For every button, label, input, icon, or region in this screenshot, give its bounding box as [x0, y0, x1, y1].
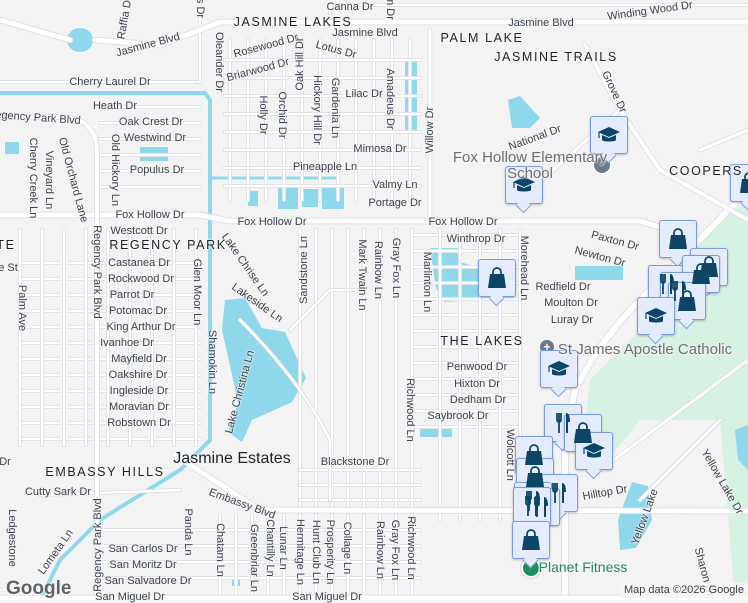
restaurant-marker[interactable]: [513, 487, 551, 525]
shopping-bag-icon: [522, 529, 540, 550]
restaurant-marker[interactable]: [544, 404, 582, 442]
road-network: [0, 3, 748, 600]
fork-knife-icon: [660, 274, 674, 294]
local-street: [0, 8, 202, 84]
shopping-marker[interactable]: [682, 255, 720, 293]
roundabout-pond: [67, 28, 93, 52]
lake: [508, 96, 540, 128]
service-road: [598, 128, 748, 502]
school-marker[interactable]: [540, 350, 578, 388]
shopping-marker[interactable]: [512, 521, 550, 559]
fork-knife-icon: [556, 413, 570, 433]
lake: [735, 425, 748, 470]
pond: [5, 142, 19, 154]
fork-knife-icon: [552, 483, 566, 503]
lake: [222, 298, 306, 442]
local-street: [238, 318, 332, 502]
pond: [302, 189, 318, 207]
local-street: [288, 288, 362, 332]
graduation-cap-icon: [598, 127, 620, 142]
jasmine-blvd-west: [0, 17, 73, 43]
fork-knife-icon: [525, 496, 539, 516]
poi-label[interactable]: Fox Hollow Elementary School: [452, 149, 608, 182]
shopping-marker[interactable]: [659, 220, 697, 258]
school-marker[interactable]: [505, 166, 543, 204]
grove-dr: [583, 43, 748, 222]
shopping-bag-icon: [526, 466, 544, 487]
school-marker[interactable]: [637, 297, 675, 335]
pond: [248, 191, 258, 206]
shopping-bag-icon: [740, 172, 748, 193]
poi-label[interactable]: Planet Fitness: [538, 559, 628, 575]
graduation-cap-icon: [513, 177, 535, 192]
embassy-blvd: [172, 452, 748, 514]
poi-label[interactable]: St James Apostle Catholic: [557, 341, 733, 358]
local-street: [38, 488, 182, 497]
graduation-cap-icon: [548, 361, 570, 376]
shopping-marker[interactable]: [668, 282, 706, 320]
map-attribution[interactable]: Map data ©2026 Google: [619, 582, 748, 598]
park-area: [580, 200, 748, 600]
canal: [0, 91, 212, 600]
regency-park-blvd: [0, 115, 99, 600]
shopping-bag-icon: [574, 422, 592, 443]
shopping-bag-icon: [488, 267, 506, 288]
pond: [575, 266, 623, 280]
google-logo: Google: [6, 578, 72, 599]
pond: [420, 428, 452, 437]
local-street: [328, 3, 748, 22]
park-areas: [580, 200, 748, 600]
shopping-bag-icon: [692, 263, 710, 284]
shopping-marker[interactable]: [730, 164, 748, 202]
school-marker[interactable]: [590, 116, 628, 154]
shopping-marker[interactable]: [564, 414, 602, 452]
shopping-marker[interactable]: [478, 259, 516, 297]
graduation-cap-icon: [645, 308, 667, 323]
lake: [430, 248, 480, 302]
shopping-bag-icon: [525, 444, 543, 465]
school-marker[interactable]: [575, 432, 613, 470]
jasmine-blvd: [92, 19, 748, 48]
graduation-cap-icon: [583, 443, 605, 458]
shopping-bag-icon: [678, 290, 696, 311]
shopping-bag-icon: [669, 228, 687, 249]
